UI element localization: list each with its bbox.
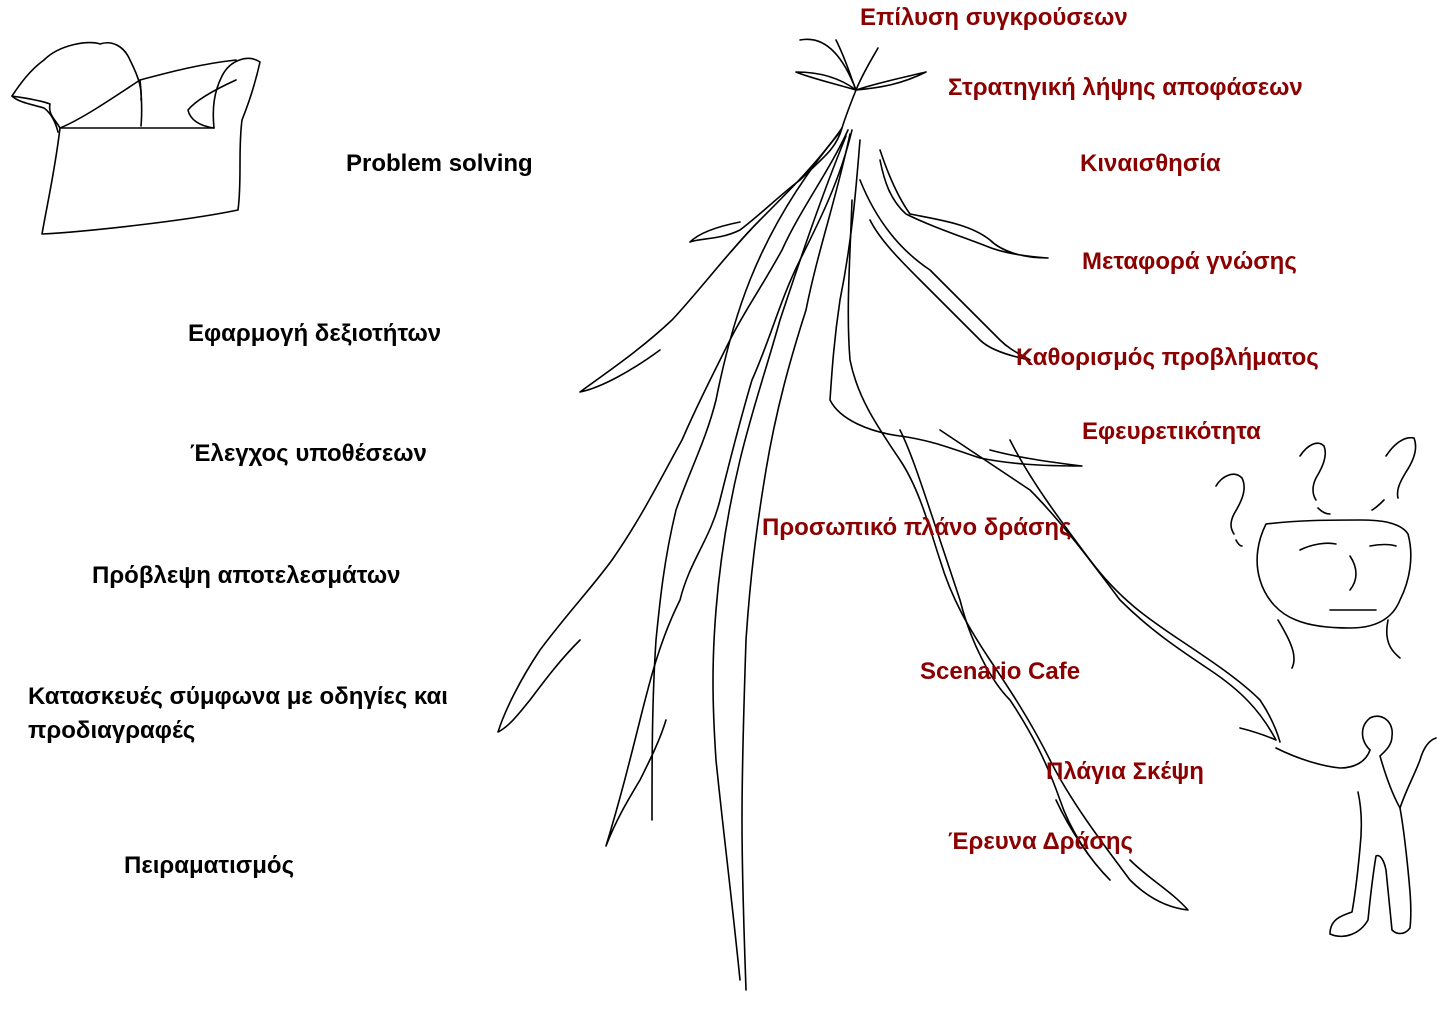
label-efarmogi-dexiotiton: Εφαρμογή δεξιοτήτων xyxy=(188,320,441,348)
label-kataskeues: Κατασκευές σύμφωνα με οδηγίες και προδια… xyxy=(28,680,528,748)
label-peiramatismos: Πειραματισμός xyxy=(124,852,294,880)
open-box-drawing xyxy=(12,43,260,234)
label-plagia-skepsi: Πλάγια Σκέψη xyxy=(1046,758,1204,786)
label-prosopiko-plano: Προσωπικό πλάνο δράσης xyxy=(762,514,1072,542)
label-kinaisthisia: Κιναισθησία xyxy=(1080,150,1221,178)
label-problem-solving: Problem solving xyxy=(346,150,533,178)
label-metafora-gnosis: Μεταφορά γνώσης xyxy=(1082,248,1297,276)
label-scenario-cafe: Scenario Cafe xyxy=(920,658,1080,686)
label-kathorismos-provlimatos: Καθορισμός προβλήματος xyxy=(1016,344,1319,372)
person-drawing xyxy=(1276,716,1436,936)
thinker-drawing xyxy=(1216,438,1416,668)
label-provlepsi-apotelesmaton: Πρόβλεψη αποτελεσμάτων xyxy=(92,562,400,590)
label-epilysi-sygkrouseon: Επίλυση συγκρούσεων xyxy=(860,4,1128,32)
label-efevretikotita: Εφευρετικότητα xyxy=(1082,418,1261,446)
label-elegxos-ypotheseon: Έλεγχος υποθέσεων xyxy=(190,440,427,468)
label-erevna-drasis: Έρευνα Δράσης xyxy=(948,828,1133,856)
label-stratigiki-lipsis: Στρατηγική λήψης αποφάσεων xyxy=(948,74,1303,102)
